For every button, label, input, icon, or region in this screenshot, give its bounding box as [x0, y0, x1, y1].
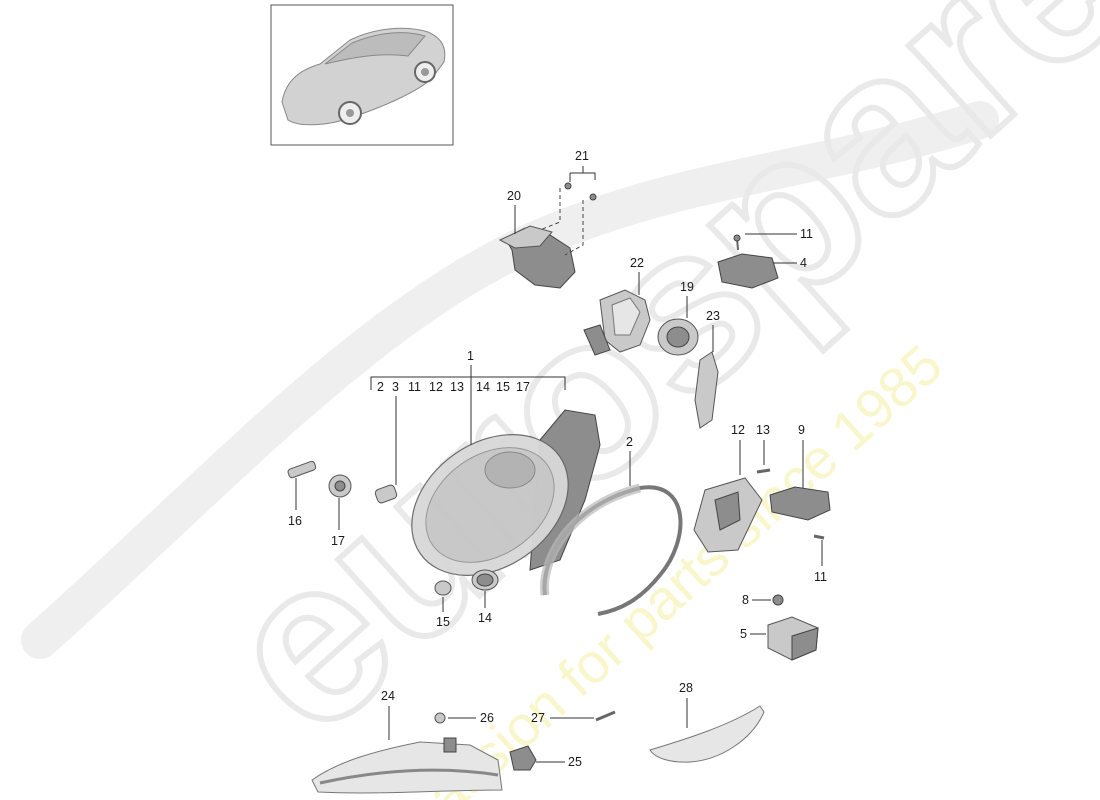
part-9-ballast-module[interactable] — [769, 486, 831, 521]
callout-11-top: 11 — [800, 227, 813, 241]
part-24-daytime-running-light[interactable] — [311, 737, 503, 794]
callout-17: 17 — [331, 534, 345, 548]
group-3: 3 — [392, 380, 399, 394]
callout-11-bottom: 11 — [814, 570, 827, 584]
callout-27: 27 — [531, 711, 545, 725]
callout-12: 12 — [731, 423, 745, 437]
assembly-group-bracket: 2 3 11 12 13 14 15 17 — [370, 376, 566, 394]
part-27-bolt[interactable] — [595, 710, 616, 722]
callout-24: 24 — [381, 689, 395, 703]
part-11-screw-bottom[interactable] — [813, 534, 825, 540]
callout-25: 25 — [568, 755, 582, 769]
part-25-connector-housing[interactable] — [509, 745, 537, 771]
car-image — [281, 27, 446, 126]
callout-19: 19 — [680, 280, 694, 294]
callout-14: 14 — [478, 611, 492, 625]
callout-22: 22 — [630, 256, 644, 270]
part-15-cover-cap-small[interactable] — [434, 580, 452, 596]
callout-26: 26 — [480, 711, 494, 725]
callout-13: 13 — [756, 423, 770, 437]
callout-5: 5 — [740, 627, 747, 641]
part-26-clip[interactable] — [434, 712, 446, 724]
callout-15: 15 — [436, 615, 450, 629]
part-5-control-module[interactable] — [767, 616, 819, 661]
callout-4: 4 — [800, 256, 807, 270]
callout-16: 16 — [288, 514, 302, 528]
part-23-heat-shield[interactable] — [694, 351, 719, 429]
group-12: 12 — [429, 380, 443, 394]
part-14-cover-cap-large[interactable] — [471, 569, 499, 591]
part-12-led-housing[interactable] — [693, 477, 763, 553]
callout-21: 21 — [575, 149, 589, 163]
part-17-bulb-socket[interactable] — [328, 474, 352, 498]
group-17: 17 — [516, 380, 530, 394]
group-14: 14 — [476, 380, 490, 394]
watermark: eurospares a passion for parts since 198… — [21, 0, 1100, 800]
callout-20: 20 — [507, 189, 521, 203]
callout-28: 28 — [679, 681, 693, 695]
callout-2: 2 — [626, 435, 633, 449]
part-21-screws[interactable] — [564, 182, 597, 201]
part-13-screw[interactable] — [756, 468, 771, 474]
part-16-side-marker[interactable] — [287, 460, 317, 479]
part-19-fan-motor[interactable] — [657, 318, 699, 356]
part-4-control-unit-cover[interactable] — [717, 253, 779, 289]
group-2: 2 — [377, 380, 384, 394]
callout-8: 8 — [742, 593, 749, 607]
part-22-frame-bracket[interactable] — [583, 289, 651, 356]
part-1-headlight-assembly[interactable] — [385, 405, 601, 604]
part-3-bulb[interactable] — [374, 484, 398, 504]
group-13: 13 — [450, 380, 464, 394]
part-8-nut[interactable] — [772, 594, 784, 606]
part-28-trim-strip[interactable] — [649, 705, 765, 763]
callout-23: 23 — [706, 309, 720, 323]
part-20-mounting-bracket[interactable] — [498, 225, 576, 289]
part-11-screw-top[interactable] — [733, 234, 741, 251]
group-11: 11 — [408, 380, 421, 394]
part-2-trim-seal[interactable] — [539, 483, 683, 616]
group-15: 15 — [496, 380, 510, 394]
callout-1: 1 — [467, 349, 474, 363]
vehicle-thumbnail — [270, 4, 454, 146]
callout-9: 9 — [798, 423, 805, 437]
